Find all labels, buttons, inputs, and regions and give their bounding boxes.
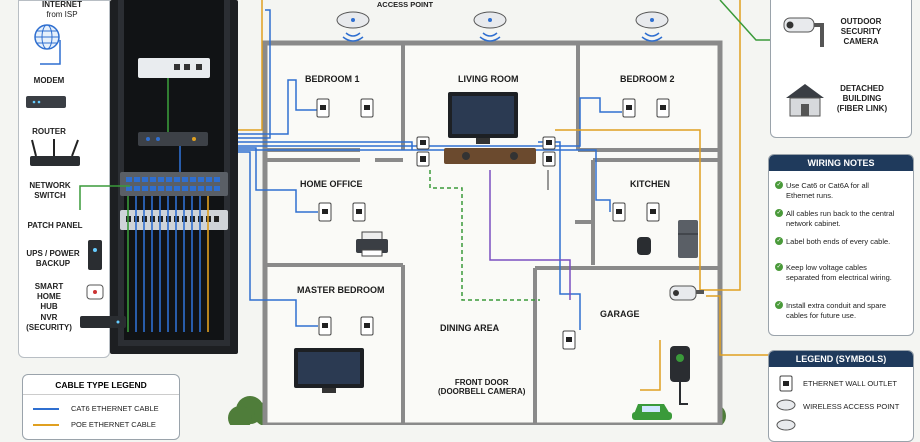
wiring-note-item: ✓All cables run back to the central netw… xyxy=(775,209,895,228)
refrigerator-icon xyxy=(678,220,698,258)
wiring-note-item: ✓Label both ends of every cable. xyxy=(775,237,891,246)
ethernet-outlet-icon xyxy=(612,202,626,222)
legend-symbols-panel: LEGEND (SYMBOLS) ETHERNET WALL OUTLET WI… xyxy=(768,350,914,442)
internet-label: INTERNET from ISP xyxy=(22,0,102,20)
wiring-note-item: ✓Install extra conduit and spare cables … xyxy=(775,301,887,320)
ethernet-outlet-icon xyxy=(656,98,670,118)
ethernet-outlet-icon xyxy=(416,136,430,167)
check-icon: ✓ xyxy=(775,237,783,245)
internet-subtitle: from ISP xyxy=(46,10,78,19)
room-bedroom-2: BEDROOM 2 xyxy=(620,74,675,84)
wiring-note-item: ✓Keep low voltage cables separated from … xyxy=(775,263,892,282)
nvr-icon xyxy=(80,316,126,328)
security-camera-icon xyxy=(669,285,704,301)
internet-title: INTERNET xyxy=(42,0,82,9)
router-icon xyxy=(30,139,80,166)
room-front-door: FRONT DOOR (DOORBELL CAMERA) xyxy=(438,378,526,396)
room-garage: GARAGE xyxy=(600,309,640,319)
ups-label: UPS / POWER BACKUP xyxy=(26,249,80,268)
ethernet-outlet-icon xyxy=(646,202,660,222)
tv-icon xyxy=(294,348,364,393)
patch-panel-label: PATCH PANEL xyxy=(27,221,83,230)
ethernet-outlet-icon xyxy=(352,202,366,222)
wiring-notes-title: WIRING NOTES xyxy=(769,155,913,171)
legend-wireless-ap: WIRELESS ACCESS POINT xyxy=(803,402,900,411)
ethernet-outlet-icon xyxy=(542,136,556,167)
camera-symbol-icon xyxy=(776,419,796,431)
legend-ethernet-outlet: ETHERNET WALL OUTLET xyxy=(803,379,897,388)
ethernet-outlet-icon xyxy=(316,98,330,118)
wiring-note-item: ✓Use Cat6 or Cat6A for all Ethernet runs… xyxy=(775,181,869,200)
smart-home-hub-label: SMART HOME HUB xyxy=(34,282,64,311)
nvr-label: NVR (SECURITY) xyxy=(26,313,72,332)
smart-hub-icon xyxy=(86,284,104,300)
check-icon: ✓ xyxy=(775,181,783,189)
house-icon xyxy=(786,84,824,117)
ceiling-ap-label: CEILING MOUNTED ACCESS POINT xyxy=(376,0,434,10)
ups-icon xyxy=(88,240,102,270)
ethernet-outlet-icon xyxy=(360,98,374,118)
detached-building-label: DETACHED BUILDING (FIBER LINK) xyxy=(836,84,888,113)
room-home-office: HOME OFFICE xyxy=(300,179,363,189)
outdoor-camera-label: OUTDOOR SECURITY CAMERA xyxy=(840,17,882,46)
security-camera-icon xyxy=(783,17,824,47)
network-switch-label: NETWORK SWITCH xyxy=(29,181,71,200)
ethernet-outlet-icon xyxy=(360,316,374,336)
wireless-access-point-icon xyxy=(473,11,507,42)
room-bedroom-1: BEDROOM 1 xyxy=(305,74,360,84)
wireless-access-point-icon xyxy=(776,399,796,411)
ethernet-outlet-icon xyxy=(318,202,332,222)
modem-icon xyxy=(26,96,66,108)
cable-legend-swatch-cat6 xyxy=(33,408,59,410)
ethernet-outlet-icon xyxy=(562,330,576,350)
modem-label: MODEM xyxy=(33,76,65,85)
ev-charger-icon xyxy=(670,346,690,405)
ethernet-outlet-icon xyxy=(779,375,793,392)
network-cabinet xyxy=(110,0,238,354)
check-icon: ✓ xyxy=(775,209,783,217)
check-icon: ✓ xyxy=(775,301,783,309)
cable-legend-cat6: CAT6 ETHERNET CABLE xyxy=(71,404,159,413)
ethernet-outlet-icon xyxy=(622,98,636,118)
tv-icon xyxy=(444,92,536,164)
room-master-bedroom: MASTER BEDROOM xyxy=(297,285,385,295)
wireless-access-point-icon xyxy=(336,11,370,42)
car-icon xyxy=(632,404,672,420)
router-label: ROUTER xyxy=(32,127,66,136)
cable-legend-panel: CABLE TYPE LEGEND CAT6 ETHERNET CABLE PO… xyxy=(22,374,180,440)
cable-legend-swatch-poe xyxy=(33,424,59,426)
smart-speaker-icon xyxy=(637,237,651,255)
room-dining-area: DINING AREA xyxy=(440,323,500,333)
wiring-notes-panel: WIRING NOTES ✓Use Cat6 or Cat6A for all … xyxy=(768,154,914,336)
cable-legend-title: CABLE TYPE LEGEND xyxy=(23,375,179,395)
globe-icon xyxy=(34,24,60,50)
legend-symbols-title: LEGEND (SYMBOLS) xyxy=(769,351,913,367)
room-living-room: LIVING ROOM xyxy=(458,74,519,84)
wireless-access-point-icon xyxy=(635,11,669,42)
room-kitchen: KITCHEN xyxy=(630,179,670,189)
ethernet-outlet-icon xyxy=(318,316,332,336)
check-icon: ✓ xyxy=(775,263,783,271)
printer-icon xyxy=(356,231,388,257)
